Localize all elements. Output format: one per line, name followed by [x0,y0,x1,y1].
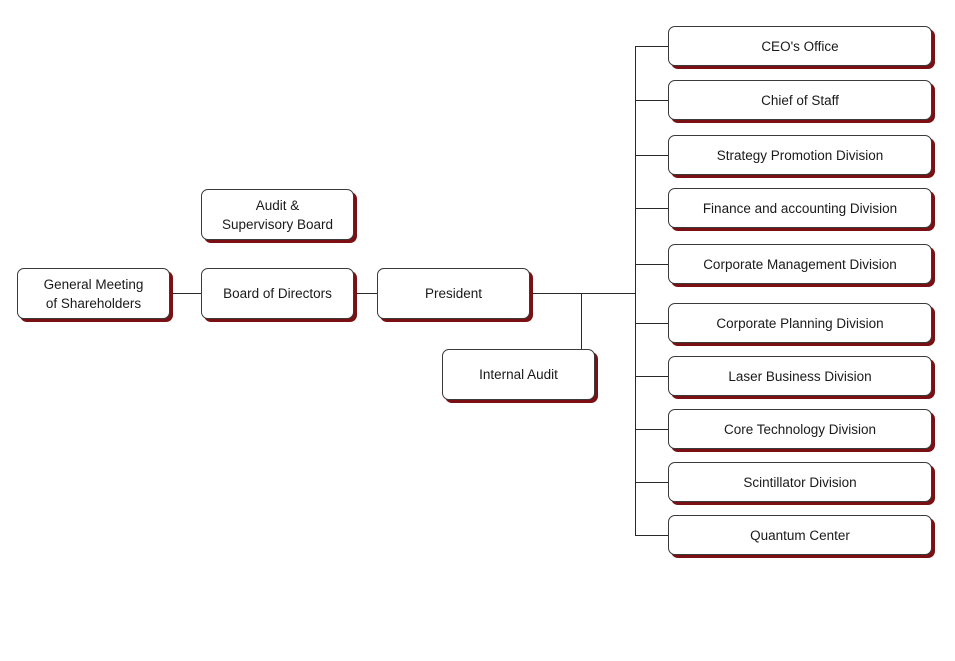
division-label: Core Technology Division [723,421,877,437]
division-label: CEO's Office [761,38,839,54]
division-box-quantum-center: Quantum Center [668,515,932,555]
division-label: Laser Business Division [728,368,872,384]
division-label: Quantum Center [750,527,850,543]
division-label: Finance and accounting Division [702,200,898,216]
internal-audit-label: Internal Audit [479,367,558,382]
division-label: Chief of Staff [761,92,839,108]
division-label: Strategy Promotion Division [716,147,884,163]
division-box-laser-business: Laser Business Division [668,356,932,396]
division-box-scintillator: Scintillator Division [668,462,932,502]
shareholders-box: General Meeting of Shareholders [17,268,170,319]
internal-audit-box: Internal Audit [442,349,595,400]
board-of-directors-box: Board of Directors [201,268,354,319]
division-box-ceo-office: CEO's Office [668,26,932,66]
division-box-finance-accounting: Finance and accounting Division [668,188,932,228]
division-box-strategy-promotion: Strategy Promotion Division [668,135,932,175]
division-label: Corporate Management Division [703,256,897,272]
division-box-core-technology: Core Technology Division [668,409,932,449]
president-label: President [424,286,483,301]
division-label: Scintillator Division [743,474,857,490]
division-box-corporate-management: Corporate Management Division [668,244,932,284]
president-box: President [377,268,530,319]
audit-supervisory-board-label: Audit & Supervisory Board [221,197,334,232]
board-of-directors-label: Board of Directors [223,286,332,301]
audit-supervisory-board-box: Audit & Supervisory Board [201,189,354,240]
shareholders-label: General Meeting of Shareholders [43,276,144,311]
division-label: Corporate Planning Division [716,315,884,331]
division-box-chief-of-staff: Chief of Staff [668,80,932,120]
division-box-corporate-planning: Corporate Planning Division [668,303,932,343]
